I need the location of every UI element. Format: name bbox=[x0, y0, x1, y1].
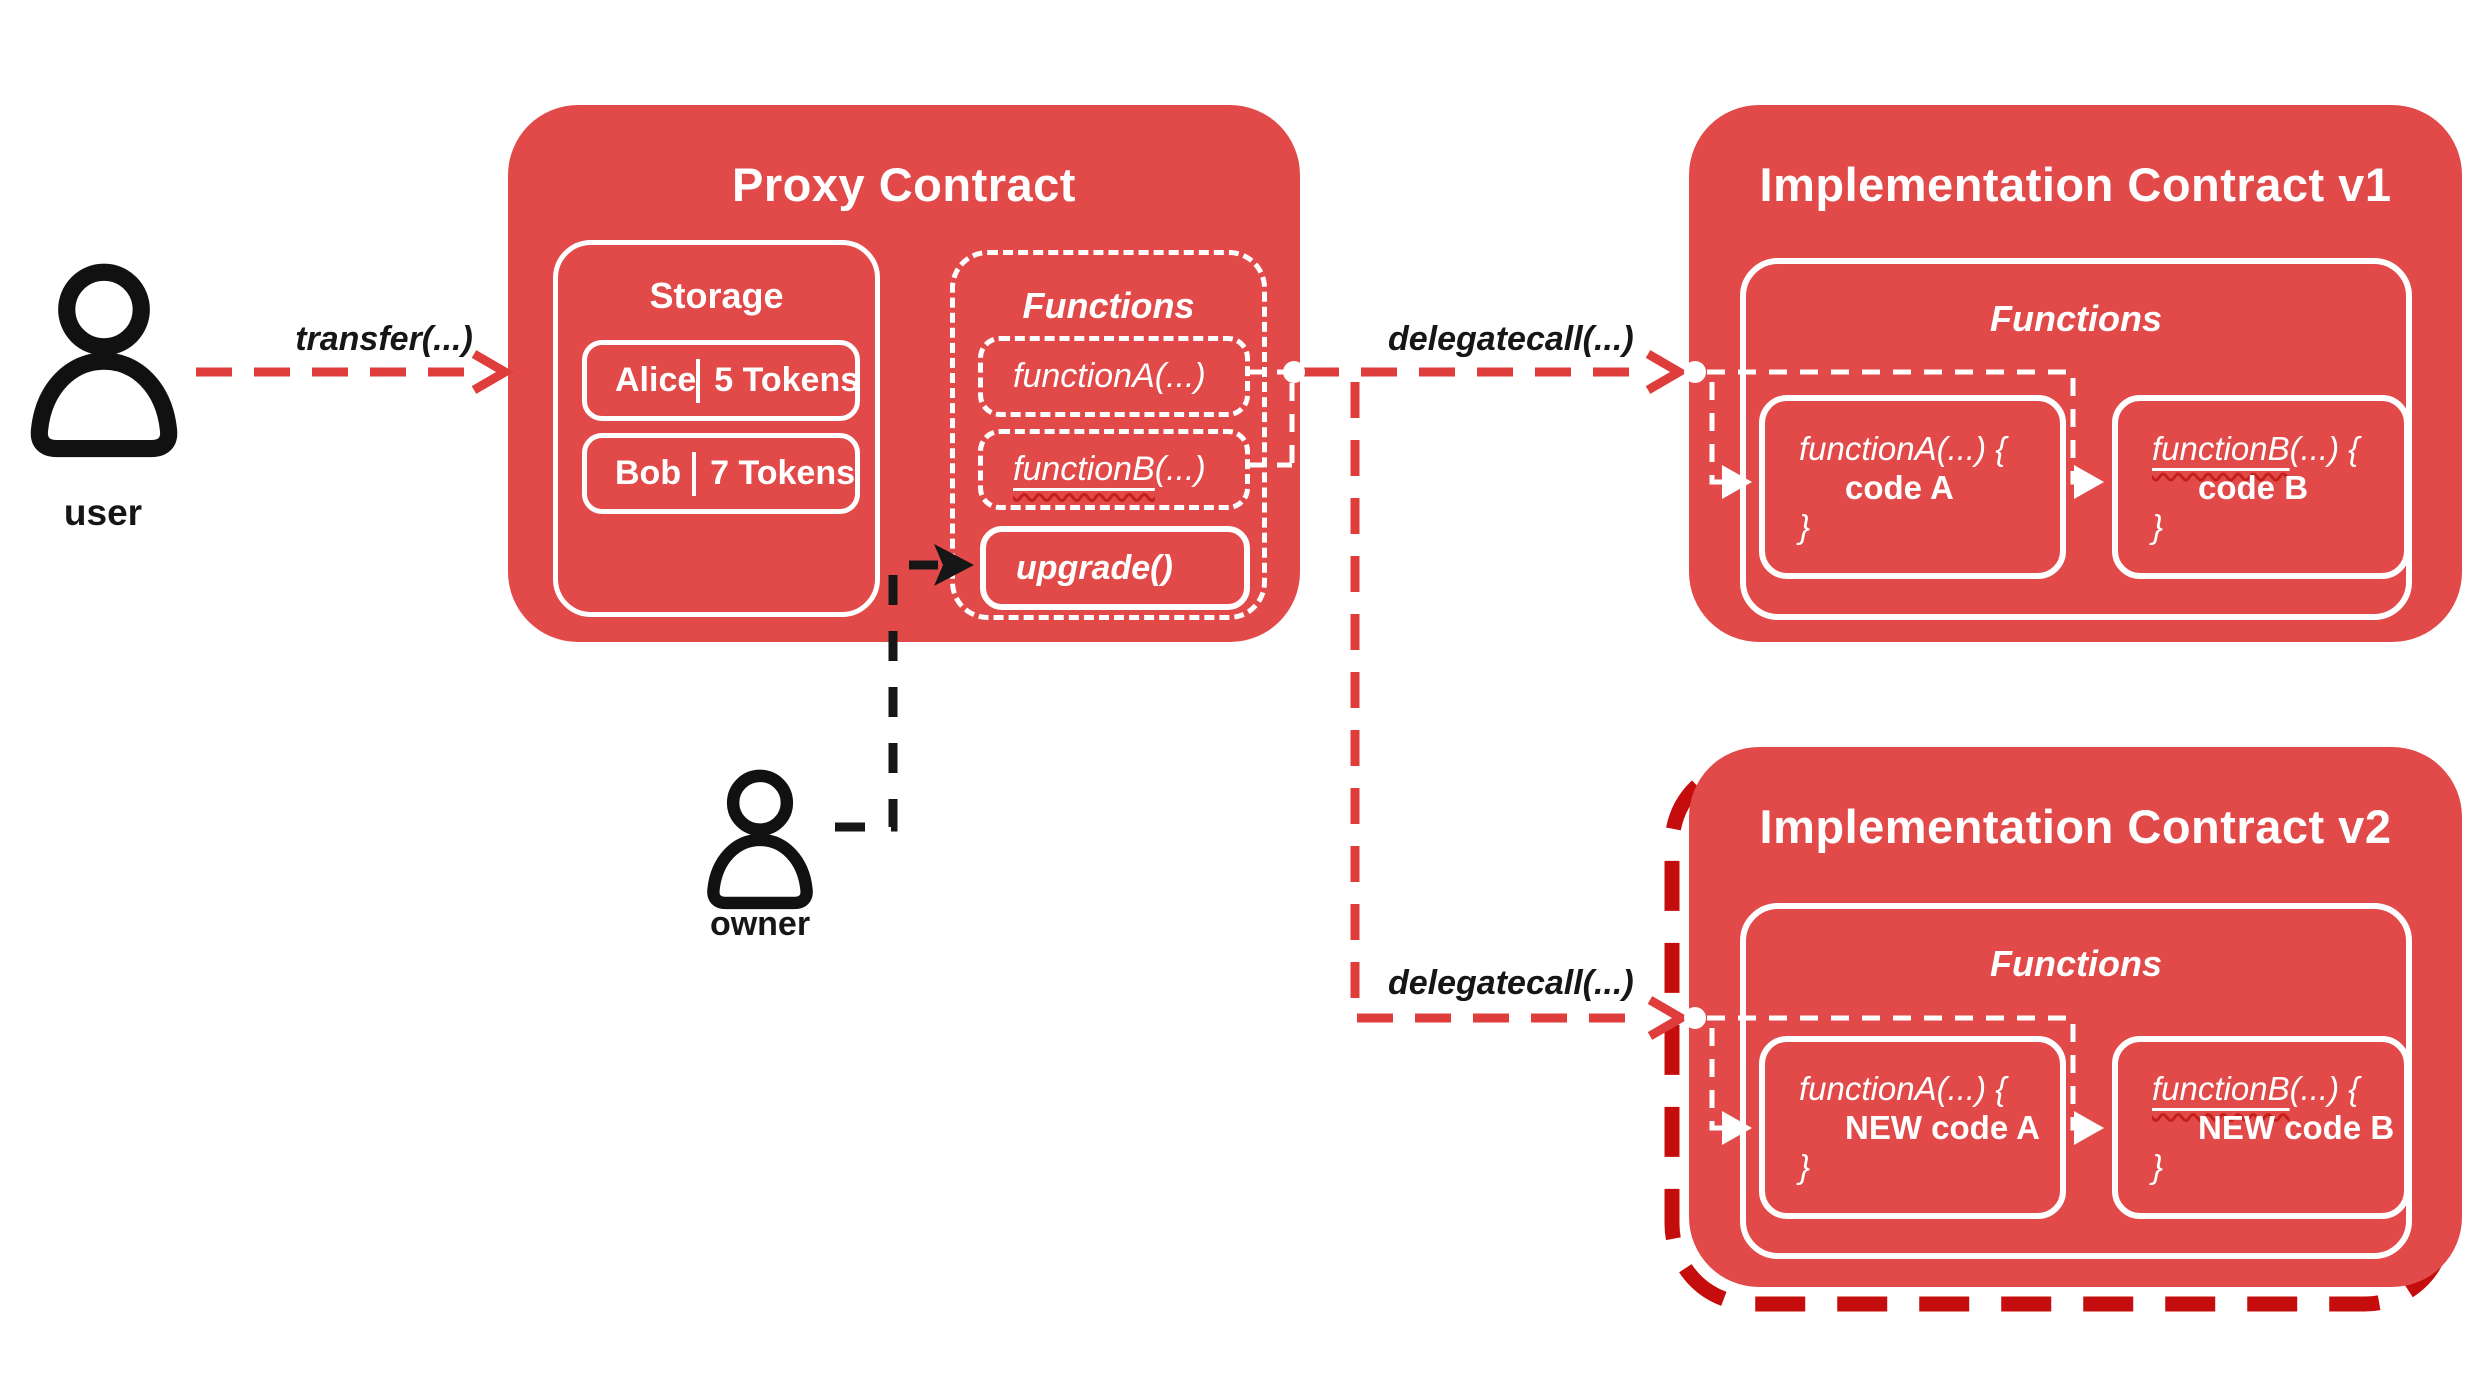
code-signature: functionA(...) { bbox=[1799, 429, 2007, 467]
code-body: NEW code B bbox=[2198, 1109, 2395, 1146]
code-close: } bbox=[1799, 507, 1811, 545]
delegatecall-v2-label: delegatecall(...) bbox=[1388, 964, 1634, 1002]
code-signature: functionA(...) { bbox=[1799, 1070, 2007, 1107]
proxy-upgrade-label: upgrade() bbox=[1016, 548, 1173, 587]
impl-v2-functions-panel: Functions functionA(...) { NEW code A } … bbox=[1740, 903, 2412, 1259]
storage-row-divider bbox=[696, 358, 701, 403]
code-close: } bbox=[1799, 1148, 1811, 1185]
code-signature: functionB(...) { bbox=[2152, 1070, 2360, 1107]
proxy-functions-title: Functions bbox=[1022, 285, 1195, 326]
code-close: } bbox=[2152, 507, 2164, 545]
code-close: } bbox=[2152, 1148, 2164, 1185]
proxy-function-b-label: functionB bbox=[1013, 450, 1155, 488]
impl-v1-functions-panel: Functions functionA(...) { code A } func… bbox=[1740, 258, 2412, 620]
owner-label: owner bbox=[709, 905, 811, 943]
proxy-contract-title: Proxy Contract bbox=[732, 158, 1076, 211]
impl-v2-box: Implementation Contract v2 Functions fun… bbox=[1689, 747, 2462, 1287]
code-body: code A bbox=[1845, 468, 1954, 506]
impl-v1-functions-title: Functions bbox=[1990, 298, 2162, 339]
impl-v1-function-b-code-box: functionB(...) { code B } bbox=[2112, 395, 2410, 579]
impl-v2-function-a-code-box: functionA(...) { NEW code A } bbox=[1759, 1036, 2066, 1219]
impl-v1-function-a-code-box: functionA(...) { code A } bbox=[1759, 395, 2066, 579]
delegatecall-v1-label: delegatecall(...) bbox=[1388, 320, 1634, 358]
user-icon bbox=[18, 258, 190, 470]
delegatecall-v1-arrow bbox=[1303, 350, 1688, 394]
impl-v2-function-b-code-box: functionB(...) { NEW code B } bbox=[2112, 1036, 2410, 1219]
impl-v2-title: Implementation Contract v2 bbox=[1759, 800, 2392, 853]
storage-row-amount: 5 Tokens bbox=[714, 361, 860, 399]
delegatecall-v2-arrow bbox=[1350, 382, 1690, 1040]
transfer-label: transfer(...) bbox=[295, 320, 473, 358]
storage-row-bob: Bob 7 Tokens bbox=[582, 433, 860, 514]
impl-v1-title: Implementation Contract v1 bbox=[1759, 158, 2392, 211]
proxy-function-b-box: functionB(...) bbox=[978, 429, 1250, 510]
storage-row-alice: Alice 5 Tokens bbox=[582, 340, 860, 421]
proxy-functions-panel: Functions functionA(...) functionB(...) … bbox=[950, 250, 1267, 620]
storage-row-divider bbox=[692, 451, 697, 496]
proxy-function-a-box: functionA(...) bbox=[978, 336, 1250, 417]
storage-row-amount: 7 Tokens bbox=[710, 454, 855, 492]
code-body: NEW code A bbox=[1845, 1109, 2040, 1146]
storage-panel: Storage Alice 5 Tokens Bob 7 Tokens bbox=[553, 240, 880, 617]
code-body: code B bbox=[2198, 468, 2309, 506]
transfer-arrow bbox=[196, 350, 514, 394]
proxy-upgrade-box: upgrade() bbox=[980, 526, 1250, 610]
impl-v1-box: Implementation Contract v1 Functions fun… bbox=[1689, 105, 2462, 642]
proxy-contract-box: Proxy Contract Storage Alice 5 Tokens Bo… bbox=[508, 105, 1300, 642]
user-label: user bbox=[63, 492, 143, 533]
storage-row-name: Bob bbox=[615, 454, 682, 492]
owner-icon bbox=[698, 768, 822, 916]
impl-v2-functions-title: Functions bbox=[1990, 943, 2162, 984]
storage-title: Storage bbox=[649, 275, 784, 316]
storage-row-name: Alice bbox=[615, 361, 697, 399]
proxy-function-a-label: functionA(...) bbox=[1013, 357, 1206, 395]
code-signature: functionB(...) { bbox=[2152, 429, 2360, 467]
